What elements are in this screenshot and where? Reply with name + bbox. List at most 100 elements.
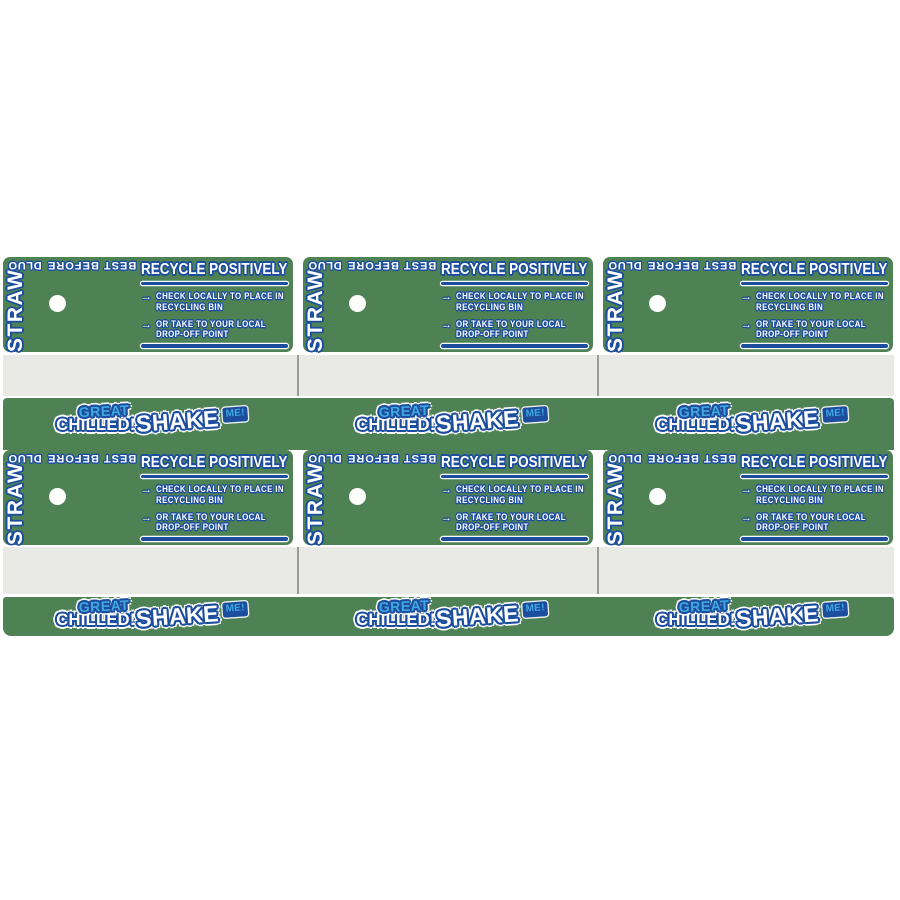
bullet-line: OR TAKE TO YOUR LOCAL — [156, 318, 266, 329]
punch-hole — [349, 488, 366, 505]
great-label: GREAT — [78, 401, 130, 421]
straw-label: STRAW — [4, 268, 27, 352]
recycle-info-panel: RECYCLE POSITIVELY → CHECK LOCALLY TO PL… — [141, 455, 291, 541]
arrow-icon: → — [741, 484, 752, 496]
arrow-icon: → — [741, 291, 752, 303]
divider-rule-top — [141, 281, 288, 285]
arrow-icon: → — [141, 318, 152, 331]
shake-me-label: SHAKE ME! — [135, 405, 249, 437]
recycle-info-panel: RECYCLE POSITIVELY → CHECK LOCALLY TO PL… — [141, 262, 291, 348]
bullet-line: CHECK LOCALLY TO PLACE IN — [756, 291, 884, 301]
great-label: GREAT — [78, 596, 130, 616]
bullet-line: DROP-OFF POINT — [456, 329, 529, 340]
me-badge: ME! — [822, 601, 849, 618]
shake-label: SHAKE — [135, 405, 220, 437]
bullet-line: RECYCLING BIN — [156, 301, 224, 312]
chilled-label: CHILLED! — [356, 416, 436, 434]
bullet-line: RECYCLING BIN — [756, 301, 824, 312]
chilled-label: CHILLED! — [56, 416, 136, 434]
bullet-line: RECYCLING BIN — [456, 494, 524, 505]
punch-hole — [349, 295, 366, 312]
shake-label: SHAKE — [435, 600, 520, 632]
arrow-icon: → — [441, 484, 452, 496]
divider-rule-top — [741, 474, 888, 478]
bullet-line: CHECK LOCALLY TO PLACE IN — [156, 484, 284, 494]
divider-rule-top — [441, 281, 588, 285]
great-chilled-label: GREAT CHILLED! — [52, 596, 140, 630]
band-content: GREAT CHILLED! SHAKE ME! — [300, 401, 600, 443]
seam-line — [297, 355, 299, 396]
recycle-positively-heading: RECYCLE POSITIVELY — [441, 454, 588, 471]
shake-me-label: SHAKE ME! — [435, 600, 549, 632]
divider-rule-bottom — [741, 537, 888, 541]
shake-me-label: SHAKE ME! — [735, 600, 849, 632]
carton-flap: DLUO BEST BEFORE STRAW RECYCLE POSITIVEL… — [303, 450, 593, 545]
great-label: GREAT — [378, 401, 430, 421]
bullet-line: CHECK LOCALLY TO PLACE IN — [156, 291, 284, 301]
band-content: GREAT CHILLED! SHAKE ME! — [0, 596, 300, 638]
shake-me-label: SHAKE ME! — [435, 405, 549, 437]
bullet-line: CHECK LOCALLY TO PLACE IN — [456, 484, 584, 494]
recycle-positively-heading: RECYCLE POSITIVELY — [441, 261, 588, 278]
carton-flap: DLUO BEST BEFORE STRAW RECYCLE POSITIVEL… — [603, 257, 893, 352]
arrow-icon: → — [141, 511, 152, 524]
band-content: GREAT CHILLED! SHAKE ME! — [600, 596, 900, 638]
best-before-label: BEST BEFORE — [47, 452, 137, 464]
bullet-line: OR TAKE TO YOUR LOCAL — [156, 511, 266, 522]
recycle-positively-heading: RECYCLE POSITIVELY — [141, 261, 288, 278]
great-chilled-label: GREAT CHILLED! — [652, 596, 740, 630]
divider-rule-top — [741, 281, 888, 285]
carton-flap: DLUO BEST BEFORE STRAW RECYCLE POSITIVEL… — [3, 257, 293, 352]
punch-hole — [49, 295, 66, 312]
recycle-info-panel: RECYCLE POSITIVELY → CHECK LOCALLY TO PL… — [441, 262, 591, 348]
bullet-line: RECYCLING BIN — [756, 494, 824, 505]
best-before-label: BEST BEFORE — [647, 452, 737, 464]
shake-label: SHAKE — [135, 600, 220, 632]
arrow-icon: → — [741, 318, 752, 331]
arrow-icon: → — [441, 511, 452, 524]
seam-line — [297, 547, 299, 594]
best-before-label: BEST BEFORE — [347, 259, 437, 271]
recycle-positively-heading: RECYCLE POSITIVELY — [741, 261, 888, 278]
green-band — [3, 597, 894, 636]
punch-hole — [49, 488, 66, 505]
great-label: GREAT — [678, 596, 730, 616]
bullet-line: DROP-OFF POINT — [756, 522, 829, 533]
shake-me-label: SHAKE ME! — [135, 600, 249, 632]
bullet-line: OR TAKE TO YOUR LOCAL — [756, 318, 866, 329]
carton-flap: DLUO BEST BEFORE STRAW RECYCLE POSITIVEL… — [3, 450, 293, 545]
me-badge: ME! — [522, 601, 549, 618]
chilled-label: CHILLED! — [656, 416, 736, 434]
punch-hole — [649, 295, 666, 312]
straw-label: STRAW — [604, 461, 627, 545]
band-content: GREAT CHILLED! SHAKE ME! — [600, 402, 900, 443]
recycle-info-panel: RECYCLE POSITIVELY → CHECK LOCALLY TO PL… — [741, 262, 891, 348]
green-band — [3, 398, 894, 450]
bullet-line: CHECK LOCALLY TO PLACE IN — [756, 484, 884, 494]
great-chilled-label: GREAT CHILLED! — [52, 401, 140, 435]
bullet-line: DROP-OFF POINT — [756, 329, 829, 340]
divider-rule-bottom — [141, 344, 288, 348]
divider-rule-bottom — [141, 537, 288, 541]
carton-flap: DLUO BEST BEFORE STRAW RECYCLE POSITIVEL… — [603, 450, 893, 545]
